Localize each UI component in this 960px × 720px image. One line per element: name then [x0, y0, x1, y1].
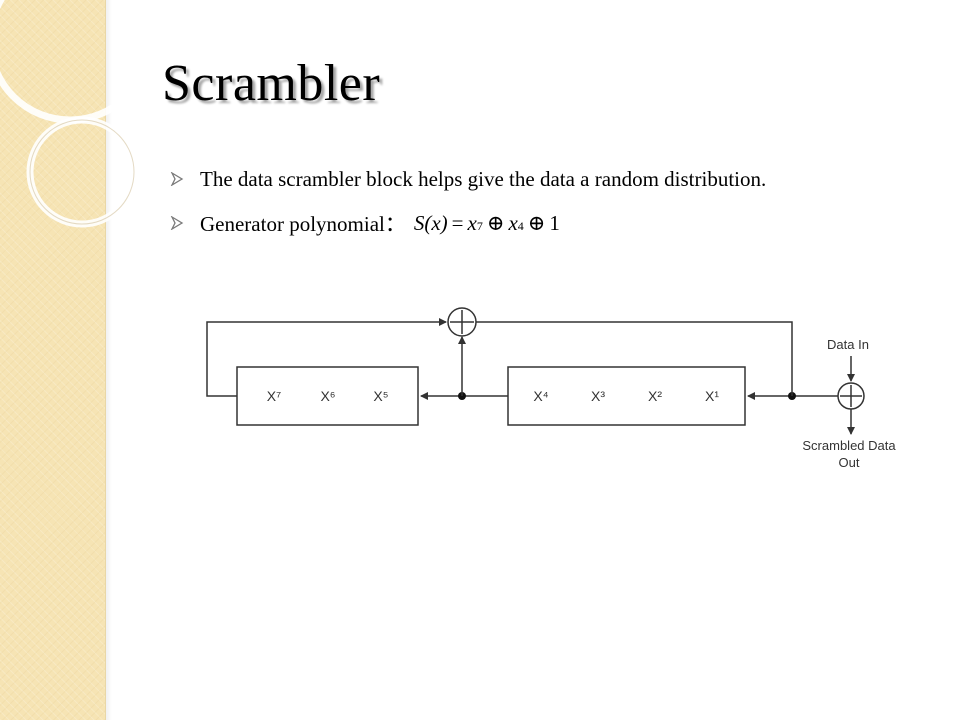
decorative-circle-small — [26, 116, 138, 228]
feedback-line-x1 — [476, 321, 793, 396]
shift-register-right — [507, 366, 746, 426]
bullet-text-description: The data scrambler block helps give the … — [200, 166, 767, 191]
formula-term-3: 1 — [549, 210, 560, 235]
formula-lhs: S(x) — [413, 210, 448, 235]
arrow-bullet-icon — [170, 211, 200, 236]
shift-register-left — [236, 366, 419, 426]
output-xor-gate — [837, 382, 865, 410]
register-cell-x5: X⁵ — [373, 388, 388, 404]
bullet-text-polynomial: Generator polynomial： — [200, 212, 406, 236]
formula-exponent-2: 4 — [517, 218, 524, 233]
feedback-line-x7 — [206, 318, 447, 397]
tap-node-x4 — [458, 392, 466, 400]
register-cell-x1: X¹ — [705, 388, 719, 404]
bullet-item-description: The data scrambler block helps give the … — [170, 166, 766, 192]
register-cell-x3: X³ — [591, 388, 605, 404]
register-cell-x6: X⁶ — [320, 388, 335, 404]
formula-exponent-1: 7 — [476, 218, 483, 233]
decorative-circles — [0, 0, 154, 228]
arrow-bullet-icon — [170, 167, 200, 192]
formula-equals: = — [451, 210, 464, 235]
decorative-circle-outline — [29, 119, 135, 225]
register-cell-x4: X⁴ — [533, 388, 548, 404]
scrambled-out-label-line2: Out — [839, 455, 860, 470]
side-band-shadow — [106, 0, 112, 720]
register-cell-x7: X⁷ — [267, 388, 281, 404]
register-cell-x2: X² — [648, 388, 662, 404]
formula-term-2: x — [508, 210, 518, 235]
feedback-xor-gate — [447, 307, 477, 337]
formula-xor-2: ⊕ — [527, 210, 546, 235]
tap-node-x1 — [788, 392, 796, 400]
slide-title: Scrambler — [162, 55, 381, 112]
formula-term-1: x — [467, 210, 477, 235]
bullet-list: The data scrambler block helps give the … — [170, 166, 766, 254]
decorative-circle-large — [0, 0, 154, 124]
scrambled-out-label-line1: Scrambled Data — [802, 438, 896, 453]
formula-xor-1: ⊕ — [486, 210, 505, 235]
data-in-label: Data In — [827, 337, 869, 352]
